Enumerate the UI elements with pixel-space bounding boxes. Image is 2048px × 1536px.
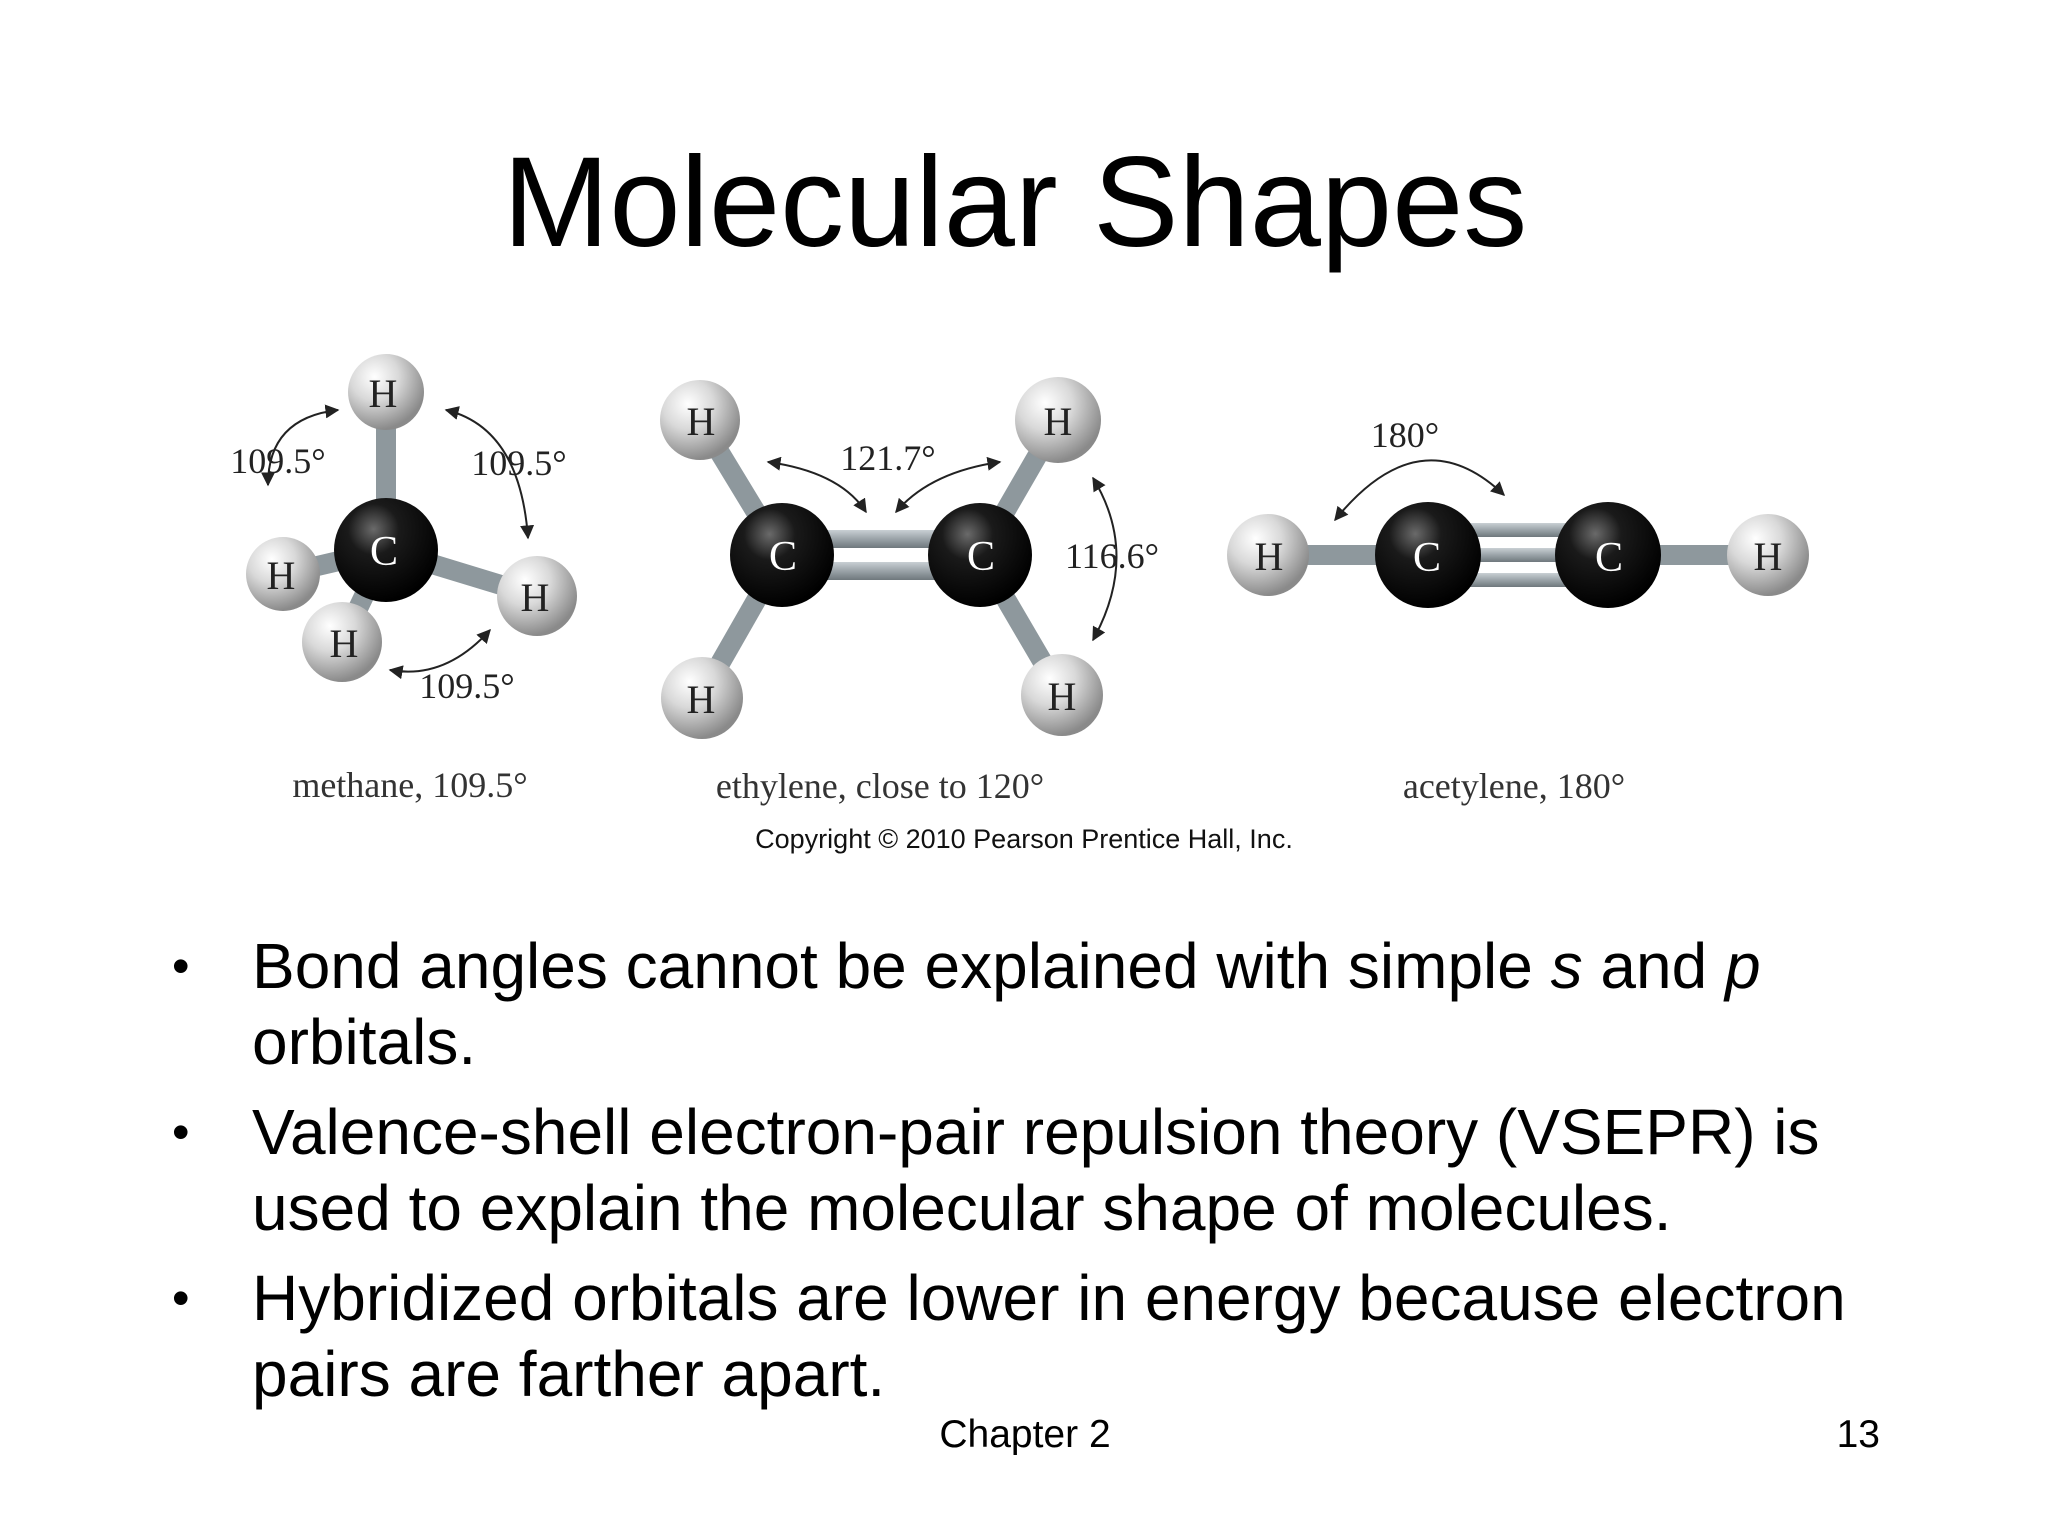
methane-caption: methane, 109.5° [292,765,527,805]
bullet-italic-s: s [1550,930,1583,1002]
acetylene-h-right [1727,514,1809,596]
methane-h-bottom [302,602,382,682]
ethylene-model: H H C C H H 121.7° 116.6° ethylene, clos… [660,377,1159,806]
ethylene-h-bottom-left-label: H [687,677,716,722]
methane-h-right-label: H [521,575,550,620]
molecule-models-svg: H C H H H 109.5° 109.5° 109.5° methane, … [230,354,1809,806]
methane-model: H C H H H 109.5° 109.5° 109.5° methane, … [230,354,577,805]
ethylene-h-bottom-right-label: H [1048,674,1077,719]
ethylene-double-bond-upper [800,530,964,548]
bullet-item: • Valence-shell electron-pair repulsion t… [170,1094,1890,1246]
footer-page-number: 13 [1836,1413,1880,1456]
slide-title: Molecular Shapes [502,131,1528,274]
methane-h-left [246,537,320,611]
bullet-item: • Bond angles cannot be explained with si… [170,928,1890,1080]
methane-h-top-label: H [369,371,398,416]
bullet-item: • Hybridized orbitals are lower in energy… [170,1260,1890,1412]
methane-angle-bottom: 109.5° [419,666,514,706]
acetylene-angle-arrow [1334,459,1506,522]
bullet-italic-p: p [1724,930,1761,1002]
ethylene-angle-arrow-right [1092,476,1118,642]
ethylene-angle-top: 121.7° [840,438,935,478]
acetylene-caption: acetylene, 180° [1403,766,1625,806]
acetylene-c-right-label: C [1595,535,1623,581]
acetylene-triple-bond-middle [1460,548,1580,562]
bullet-text: Valence-shell electron-pair repulsion th… [252,1096,1820,1244]
methane-carbon [334,498,438,602]
footer-chapter: Chapter 2 [939,1413,1111,1456]
methane-h-bottom-label: H [330,621,359,666]
bullet-text: orbitals. [252,1006,477,1078]
acetylene-h-left-label: H [1255,534,1284,579]
bullet-text: and [1582,930,1725,1002]
ethylene-angle-arrow-top-left [766,456,867,514]
figure-copyright: Copyright © 2010 Pearson Prentice Hall, … [755,824,1293,854]
methane-h-left-label: H [267,553,296,598]
ethylene-angle-right: 116.6° [1065,536,1159,576]
acetylene-model: H C C H 180° acetylene, 180° [1227,415,1809,806]
bullet-marker: • [172,938,190,994]
ethylene-c-right-label: C [967,534,995,580]
ethylene-carbon-left [730,503,834,607]
methane-angle-arrow-top-right [444,406,535,540]
methane-angle-top-right: 109.5° [471,443,566,483]
ethylene-carbon-right [928,503,1032,607]
acetylene-angle-top: 180° [1371,415,1439,455]
ethylene-h-top-right-label: H [1044,399,1073,444]
acetylene-triple-bond-lower [1460,573,1580,587]
acetylene-carbon-right [1555,502,1661,608]
acetylene-carbon-left [1375,502,1481,608]
bullet-marker: • [172,1270,190,1326]
bullet-list: • Bond angles cannot be explained with si… [170,928,1890,1426]
ethylene-double-bond-lower [800,562,964,580]
bullet-marker: • [172,1104,190,1160]
acetylene-c-left-label: C [1413,535,1441,581]
ethylene-h-top-left [660,380,740,460]
ethylene-caption: ethylene, close to 120° [716,766,1044,806]
acetylene-triple-bond-upper [1460,523,1580,537]
acetylene-h-right-label: H [1754,534,1783,579]
methane-angle-arrow-top-left [261,404,340,487]
ethylene-angle-arrow-top-right [895,456,1002,514]
acetylene-h-left [1227,514,1309,596]
ethylene-h-top-right [1015,377,1101,463]
ethylene-h-bottom-left [661,657,743,739]
methane-angle-top-left: 109.5° [230,441,325,481]
bullet-text: Hybridized orbitals are lower in energy … [252,1262,1846,1410]
methane-h-top [348,354,424,430]
methane-c-label: C [370,529,398,575]
methane-h-right [497,556,577,636]
ethylene-c-left-label: C [769,534,797,580]
ethylene-h-top-left-label: H [687,399,716,444]
molecular-shapes-figure: H C H H H 109.5° 109.5° 109.5° methane, … [0,340,2048,870]
bullet-text: Bond angles cannot be explained with sim… [252,930,1551,1002]
methane-angle-arrow-bottom [388,628,491,680]
ethylene-h-bottom-right [1021,654,1103,736]
